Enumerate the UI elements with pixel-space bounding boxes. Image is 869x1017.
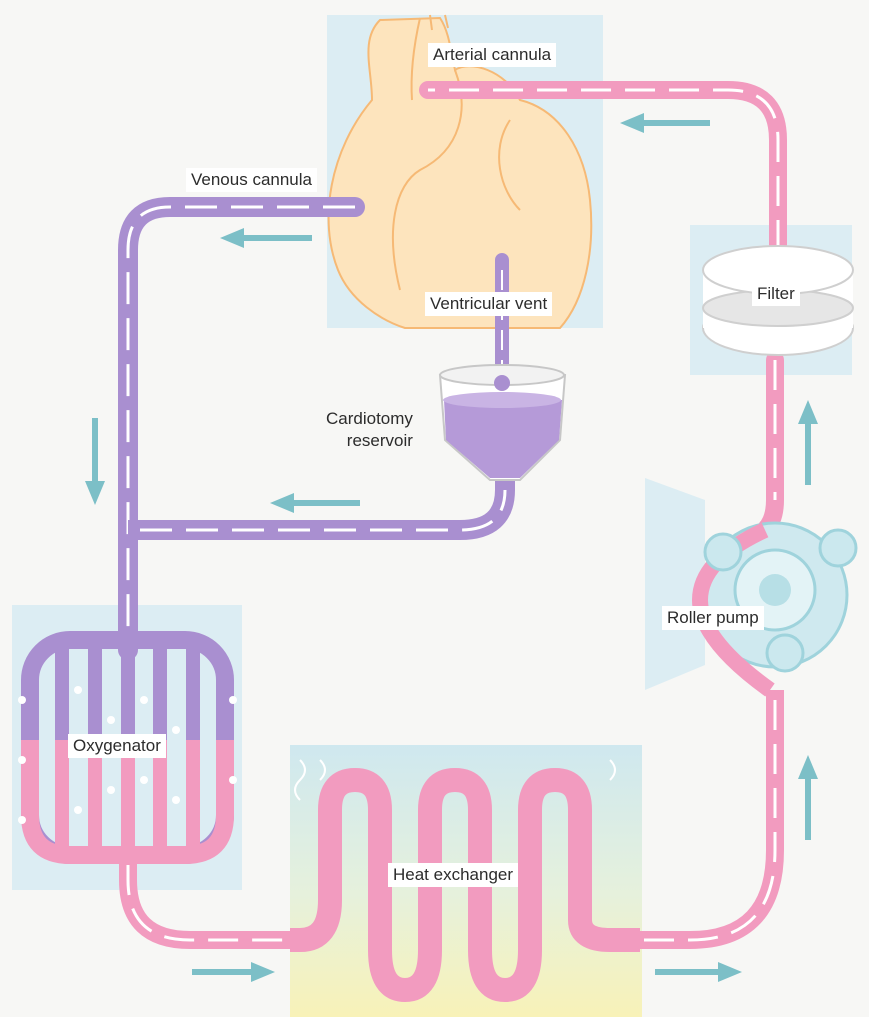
- filter-label: Filter: [752, 282, 800, 306]
- heat-exchanger-label: Heat exchanger: [388, 863, 518, 887]
- flow-arrow-icon: [798, 755, 818, 779]
- roller-pump-label: Roller pump: [662, 606, 764, 630]
- arterial-cannula-label: Arterial cannula: [428, 43, 556, 67]
- ventricular-vent-label: Ventricular vent: [425, 292, 552, 316]
- flow-arrow-icon: [85, 481, 105, 505]
- flow-arrow-icon: [220, 228, 244, 248]
- cardiotomy-reservoir-label-line2: reservoir: [326, 430, 413, 452]
- flow-arrow-icon: [251, 962, 275, 982]
- venous-cannula-label: Venous cannula: [186, 168, 317, 192]
- flow-arrow-icon: [620, 113, 644, 133]
- oxygenator-icon: [18, 640, 300, 940]
- flow-arrow-icon: [270, 493, 294, 513]
- cardiotomy-reservoir-label: Cardiotomy reservoir: [326, 408, 413, 452]
- cardiotomy-reservoir-label-line1: Cardiotomy: [326, 408, 413, 430]
- flow-arrow-icon: [718, 962, 742, 982]
- flow-arrow-icon: [798, 400, 818, 424]
- cardiotomy-reservoir-icon: [440, 365, 565, 480]
- oxygenator-label: Oxygenator: [68, 734, 166, 758]
